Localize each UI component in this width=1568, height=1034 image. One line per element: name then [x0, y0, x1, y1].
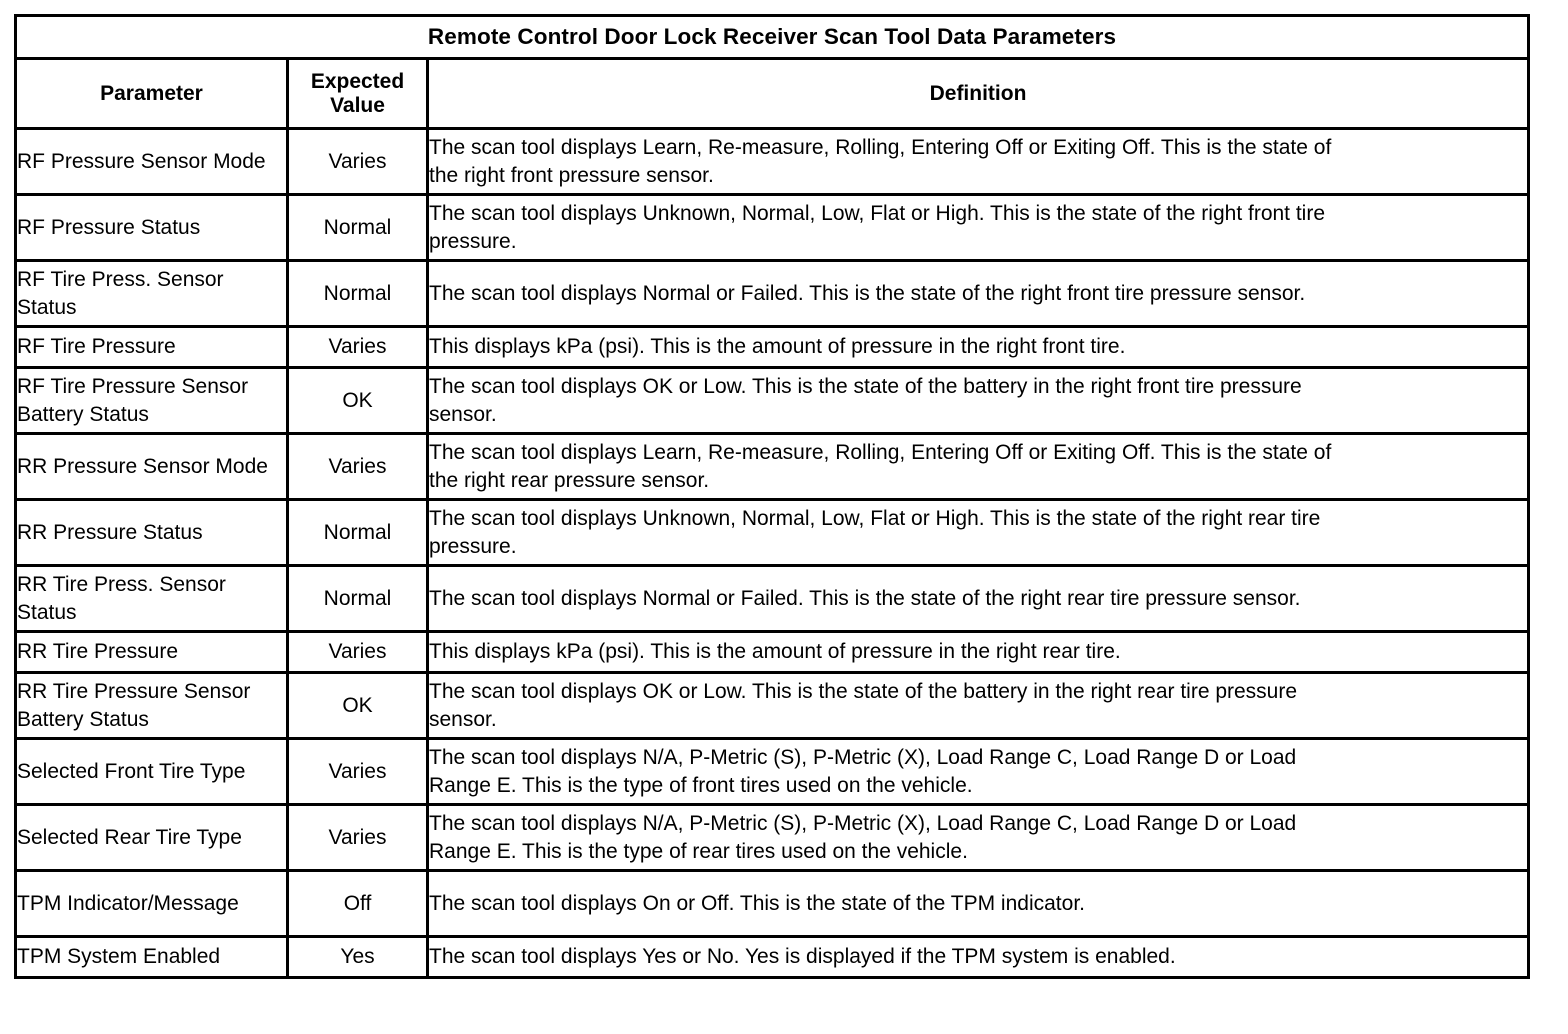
table-row: RR Tire Press. Sensor Status Normal The … — [14, 564, 1531, 633]
definition-line-2: sensor. — [429, 402, 497, 426]
definition-text: The scan tool displays Yes or No. Yes is… — [425, 935, 1531, 979]
parameter-name: RR Pressure Sensor Mode — [14, 432, 289, 501]
expected-value: Normal — [286, 564, 429, 633]
parameter-name: TPM System Enabled — [14, 935, 289, 979]
expected-value: Normal — [286, 259, 429, 328]
parameter-name: Selected Front Tire Type — [14, 737, 289, 806]
expected-value: Normal — [286, 498, 429, 567]
parameter-name: RF Tire Pressure Sensor Battery Status — [14, 366, 289, 435]
parameter-name: RF Tire Press. Sensor Status — [14, 259, 289, 328]
definition-line-1: The scan tool displays On or Off. This i… — [429, 891, 1085, 915]
definition-line-2: pressure. — [429, 229, 517, 253]
definition-line-1: This displays kPa (psi). This is the amo… — [429, 335, 1126, 359]
table-title-row: Remote Control Door Lock Receiver Scan T… — [13, 14, 1531, 60]
parameter-name: RR Tire Pressure Sensor Battery Status — [14, 671, 289, 740]
table-row: RF Tire Press. Sensor Status Normal The … — [14, 259, 1531, 328]
expected-value: Varies — [286, 803, 429, 872]
parameter-name: RR Pressure Status — [14, 498, 289, 567]
definition-line-1: The scan tool displays Unknown, Normal, … — [429, 507, 1321, 531]
table-row: RR Tire Pressure Varies This displays kP… — [14, 630, 1531, 674]
definition-line-1: The scan tool displays Learn, Re-measure… — [429, 441, 1332, 465]
parameter-name: Selected Rear Tire Type — [14, 803, 289, 872]
table-row: RF Tire Pressure Sensor Battery Status O… — [14, 366, 1531, 435]
definition-text: The scan tool displays Unknown, Normal, … — [425, 193, 1531, 262]
definition-text: The scan tool displays OK or Low. This i… — [425, 671, 1531, 740]
definition-line-1: The scan tool displays Unknown, Normal, … — [429, 202, 1326, 226]
column-header-expected-value: Expected Value — [286, 57, 429, 130]
table-row: TPM Indicator/Message Off The scan tool … — [14, 869, 1531, 938]
definition-line-2: the right rear pressure sensor. — [429, 468, 710, 492]
expected-value: Varies — [286, 737, 429, 806]
definition-line-2: pressure. — [429, 534, 517, 558]
definition-line-1: This displays kPa (psi). This is the amo… — [429, 640, 1121, 664]
definition-line-1: The scan tool displays OK or Low. This i… — [429, 680, 1298, 704]
table-row: RR Pressure Status Normal The scan tool … — [14, 498, 1531, 567]
parameter-name: RR Tire Pressure — [14, 630, 289, 674]
definition-text: This displays kPa (psi). This is the amo… — [425, 630, 1531, 674]
table-row: RR Tire Pressure Sensor Battery Status O… — [14, 671, 1531, 740]
parameter-name: TPM Indicator/Message — [14, 869, 289, 938]
definition-line-1: The scan tool displays N/A, P-Metric (S)… — [429, 812, 1297, 836]
parameter-name: RF Pressure Sensor Mode — [14, 127, 289, 196]
parameter-name: RF Pressure Status — [14, 193, 289, 262]
table-row: RF Tire Pressure Varies This displays kP… — [14, 325, 1531, 369]
table-row: RF Pressure Sensor Mode Varies The scan … — [14, 127, 1531, 196]
definition-line-2: Range E. This is the type of rear tires … — [429, 839, 968, 863]
definition-line-1: The scan tool displays Normal or Failed.… — [429, 281, 1306, 305]
expected-value: Varies — [286, 325, 429, 369]
definition-line-1: The scan tool displays OK or Low. This i… — [429, 375, 1302, 399]
definition-line-1: The scan tool displays Learn, Re-measure… — [429, 136, 1332, 160]
definition-text: This displays kPa (psi). This is the amo… — [425, 325, 1531, 369]
table-title: Remote Control Door Lock Receiver Scan T… — [13, 14, 1531, 60]
definition-text: The scan tool displays On or Off. This i… — [425, 869, 1531, 938]
definition-line-1: The scan tool displays N/A, P-Metric (S)… — [429, 746, 1297, 770]
table-row: RF Pressure Status Normal The scan tool … — [14, 193, 1531, 262]
definition-text: The scan tool displays Learn, Re-measure… — [425, 127, 1531, 196]
table-body: Remote Control Door Lock Receiver Scan T… — [13, 14, 1531, 979]
definition-text: The scan tool displays Normal or Failed.… — [425, 564, 1531, 633]
table-header-row: Parameter Expected Value Definition — [14, 57, 1531, 130]
table-row: TPM System Enabled Yes The scan tool dis… — [14, 935, 1531, 979]
table-row: Selected Front Tire Type Varies The scan… — [14, 737, 1531, 806]
expected-value: Varies — [286, 127, 429, 196]
column-header-expected-value-line2: Value — [330, 93, 385, 117]
parameter-name: RF Tire Pressure — [14, 325, 289, 369]
table-row: Selected Rear Tire Type Varies The scan … — [14, 803, 1531, 872]
column-header-definition: Definition — [425, 57, 1531, 130]
definition-line-2: Range E. This is the type of front tires… — [429, 773, 973, 797]
expected-value: Varies — [286, 432, 429, 501]
definition-text: The scan tool displays Normal or Failed.… — [425, 259, 1531, 328]
definition-line-1: The scan tool displays Yes or No. Yes is… — [429, 945, 1176, 969]
table-row: RR Pressure Sensor Mode Varies The scan … — [14, 432, 1531, 501]
expected-value: Normal — [286, 193, 429, 262]
column-header-expected-value-line1: Expected — [310, 69, 405, 93]
scan-tool-parameters-table: Remote Control Door Lock Receiver Scan T… — [13, 14, 1531, 979]
expected-value: OK — [286, 671, 429, 740]
definition-line-1: The scan tool displays Normal or Failed.… — [429, 586, 1301, 610]
definition-text: The scan tool displays OK or Low. This i… — [425, 366, 1531, 435]
definition-text: The scan tool displays Unknown, Normal, … — [425, 498, 1531, 567]
definition-text: The scan tool displays N/A, P-Metric (S)… — [425, 803, 1531, 872]
expected-value: Varies — [286, 630, 429, 674]
column-header-parameter: Parameter — [14, 57, 289, 130]
definition-text: The scan tool displays N/A, P-Metric (S)… — [425, 737, 1531, 806]
expected-value: Off — [286, 869, 429, 938]
expected-value: OK — [286, 366, 429, 435]
definition-text: The scan tool displays Learn, Re-measure… — [425, 432, 1531, 501]
expected-value: Yes — [286, 935, 429, 979]
parameter-name: RR Tire Press. Sensor Status — [14, 564, 289, 633]
definition-line-2: the right front pressure sensor. — [429, 163, 714, 187]
definition-line-2: sensor. — [429, 707, 497, 731]
